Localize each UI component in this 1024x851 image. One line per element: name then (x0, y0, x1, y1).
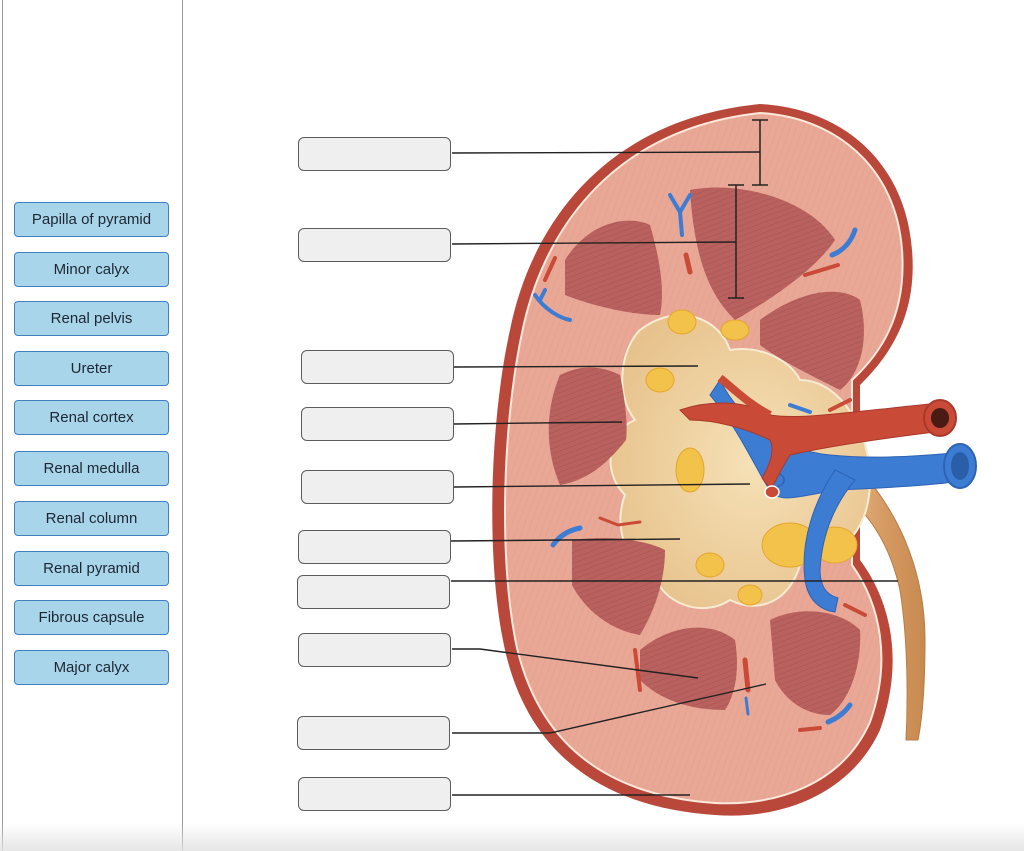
drop-zone-9[interactable] (297, 716, 450, 750)
kidney-diagram (450, 104, 977, 816)
drop-zone-4[interactable] (301, 407, 454, 441)
label-chip-minor-calyx[interactable]: Minor calyx (14, 252, 169, 287)
renal-pyramids (548, 187, 864, 715)
drop-zone-3[interactable] (301, 350, 454, 384)
drop-zone-5[interactable] (301, 470, 454, 504)
drop-zone-8[interactable] (298, 633, 451, 667)
word-bank: Papilla of pyramid Minor calyx Renal pel… (0, 0, 182, 851)
renal-artery (679, 402, 936, 489)
sinus-fat (645, 309, 858, 606)
label-chip-major-calyx[interactable]: Major calyx (14, 650, 169, 685)
label-chip-renal-medulla[interactable]: Renal medulla (14, 451, 169, 486)
label-chip-renal-pelvis[interactable]: Renal pelvis (14, 301, 169, 336)
label-chip-renal-column[interactable]: Renal column (14, 501, 169, 536)
label-chip-ureter[interactable]: Ureter (14, 351, 169, 386)
label-chip-renal-cortex[interactable]: Renal cortex (14, 400, 169, 435)
label-chip-fibrous-capsule[interactable]: Fibrous capsule (14, 600, 169, 635)
drop-zone-2[interactable] (298, 228, 451, 262)
label-chip-papilla-of-pyramid[interactable]: Papilla of pyramid (14, 202, 169, 237)
drop-zone-6[interactable] (298, 530, 451, 564)
leader-lines (450, 151, 898, 796)
drop-zone-1[interactable] (298, 137, 451, 171)
drop-zone-7[interactable] (297, 575, 450, 609)
label-chip-renal-pyramid[interactable]: Renal pyramid (14, 551, 169, 586)
drop-zone-10[interactable] (298, 777, 451, 811)
left-border (2, 0, 3, 851)
panel-divider (182, 0, 183, 851)
diagram-stage (183, 0, 1024, 851)
